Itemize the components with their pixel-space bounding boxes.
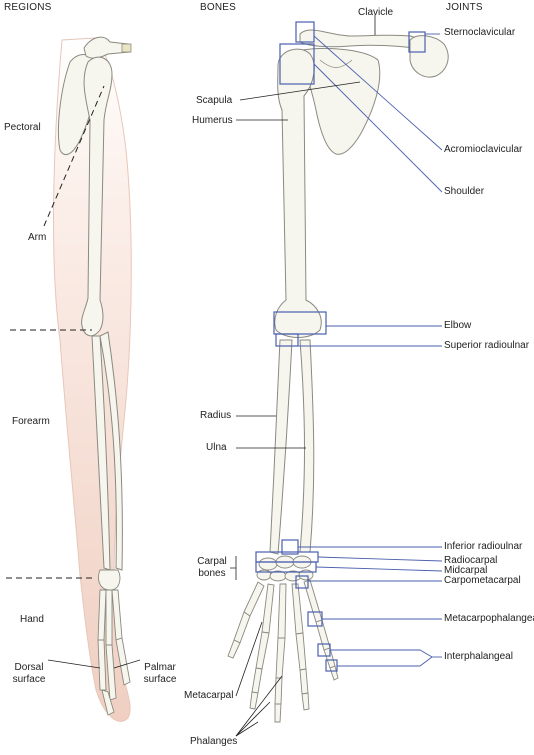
joint-carpometacarpal: Carpometacarpal <box>444 575 521 586</box>
joint-sternoclavicular: Sternoclavicular <box>444 27 516 38</box>
joint-shoulder: Shoulder <box>444 186 485 197</box>
bone-scapula: Scapula <box>196 95 233 106</box>
carpal-bones <box>256 555 314 582</box>
joint-radiocarpal: Radiocarpal <box>444 555 498 566</box>
region-pectoral: Pectoral <box>4 122 41 133</box>
scapula-bone <box>301 47 381 155</box>
region-dorsal-surface: Dorsal surface <box>12 662 46 686</box>
region-leaders <box>47 659 141 669</box>
joint-metacarpophalangeal: Metacarpophalangeal <box>444 613 534 624</box>
bone-clavicle: Clavicle <box>358 7 394 18</box>
region-hand: Hand <box>20 614 44 625</box>
region-palmar-surface: Palmar surface <box>140 662 180 686</box>
joints-header: JOINTS <box>446 2 483 13</box>
acromioclavicular-box <box>295 21 315 43</box>
bone-leaders <box>230 15 376 737</box>
carpal-line2: bones <box>198 568 226 579</box>
joint-elbow: Elbow <box>444 320 472 331</box>
dorsal-line1: Dorsal <box>14 662 44 673</box>
limb-silhouette <box>53 37 132 722</box>
palmar-line2: surface <box>143 674 177 685</box>
joint-superior-radioulnar: Superior radioulnar <box>444 340 530 351</box>
bone-carpal-bones: Carpal bones <box>194 556 230 580</box>
region-dividers <box>6 85 105 579</box>
carpometacarpal-box <box>295 575 309 589</box>
bone-phalanges: Phalanges <box>190 736 238 747</box>
hand-bones <box>227 579 339 723</box>
joint-interphalangeal: Interphalangeal <box>444 651 513 662</box>
bone-metacarpal: Metacarpal <box>184 690 234 701</box>
bones-header: BONES <box>200 2 237 13</box>
sternoclavicular-box <box>408 31 426 53</box>
interphalangeal-box-2 <box>325 659 338 672</box>
forearm-bones <box>269 339 315 555</box>
joint-midcarpal: Midcarpal <box>444 565 488 576</box>
clavicle-bone <box>299 29 449 78</box>
bone-radius: Radius <box>200 410 232 421</box>
regions-header: REGIONS <box>4 2 52 13</box>
superior-radioulnar-box <box>275 333 299 347</box>
elbow-box <box>273 311 327 335</box>
region-arm: Arm <box>28 232 47 243</box>
palmar-line1: Palmar <box>144 662 176 673</box>
humerus-bone <box>274 48 322 338</box>
joint-acromioclavicular: Acromioclavicular <box>444 144 523 155</box>
bone-humerus: Humerus <box>192 115 233 126</box>
joint-leaders <box>298 33 443 667</box>
left-humerus <box>81 56 113 337</box>
left-hand-bones <box>97 569 131 716</box>
carpal-line1: Carpal <box>197 556 227 567</box>
dorsal-line2: surface <box>12 674 46 685</box>
bone-ulna: Ulna <box>206 442 227 453</box>
region-forearm: Forearm <box>12 416 50 427</box>
joint-inferior-radioulnar: Inferior radioulnar <box>444 541 523 552</box>
